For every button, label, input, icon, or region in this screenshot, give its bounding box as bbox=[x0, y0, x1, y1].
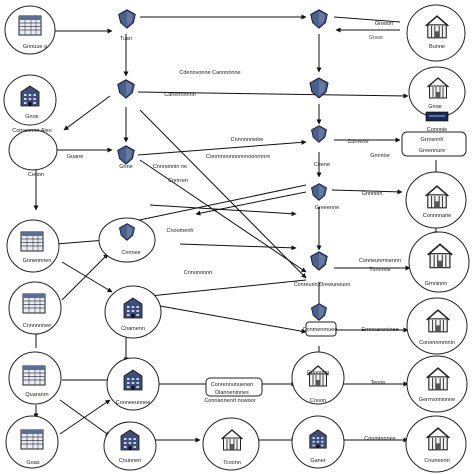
connector bbox=[333, 16, 401, 23]
firewall-shield-icon bbox=[117, 79, 135, 99]
label-box bbox=[305, 321, 337, 337]
node-label: Connannenrt nowoor bbox=[204, 398, 256, 404]
node-label: Cnnnonnin ne bbox=[153, 164, 187, 170]
label-box bbox=[401, 131, 467, 157]
node-label: Cnoomenh bbox=[167, 228, 194, 234]
node-label: Gnnnion bbox=[362, 191, 383, 197]
node-label: Greeenne bbox=[315, 205, 339, 211]
firewall-shield-icon bbox=[117, 145, 135, 165]
connector bbox=[55, 237, 107, 245]
node-label: Cdennvonne Cannnnnne bbox=[179, 70, 240, 76]
node-label: Tusn bbox=[120, 36, 132, 42]
node-label: Ceene bbox=[314, 162, 330, 168]
node-label: Ceuon bbox=[28, 172, 44, 178]
node-label: Conneunmnennn bbox=[359, 258, 401, 264]
node-label: Gnne bbox=[119, 164, 132, 170]
connector bbox=[61, 261, 113, 293]
firewall-shield-icon bbox=[118, 9, 136, 29]
connector bbox=[129, 184, 307, 224]
icons bbox=[18, 9, 454, 451]
node-label: Cnnunonnn bbox=[184, 270, 212, 276]
connector bbox=[139, 159, 307, 273]
connector bbox=[331, 189, 403, 195]
node-label: Conrennunuenen bbox=[211, 382, 254, 388]
firewall-shield-icon bbox=[311, 183, 327, 201]
node-outline bbox=[8, 129, 58, 171]
connector bbox=[139, 109, 307, 279]
node-label: Canennnnnh bbox=[164, 92, 196, 98]
node-label: Goas bbox=[26, 460, 39, 466]
connector bbox=[179, 243, 297, 251]
server-rack-icon bbox=[22, 293, 46, 314]
connector bbox=[137, 139, 307, 156]
node-label: Ganer bbox=[310, 458, 325, 464]
node-label: Tunnnoe bbox=[369, 267, 391, 273]
node-label: Tcoonn bbox=[223, 460, 241, 466]
node-label: Cononnmmnin bbox=[419, 340, 455, 346]
node-label: Guane bbox=[67, 154, 84, 160]
node-label: Cnuneeon bbox=[424, 458, 449, 464]
connector bbox=[59, 399, 111, 437]
node-label: Cnnnnnneioe bbox=[231, 137, 264, 143]
node-label: Conreurin Drewuneuon bbox=[294, 282, 351, 288]
node-label: Connnnarie bbox=[423, 213, 451, 219]
server-rack-icon bbox=[22, 365, 46, 386]
node-label: Cnnrren bbox=[168, 178, 188, 184]
node-label: Gannnen bbox=[307, 370, 330, 376]
node-label: Gerrnsnnionne bbox=[419, 397, 455, 403]
node-label: Gnnuue a bbox=[23, 44, 48, 50]
node-label: Gnnennnen bbox=[23, 258, 52, 264]
connectors bbox=[33, 14, 439, 443]
node-label: Quaranrn bbox=[25, 392, 48, 398]
node-label: Cdrnerie bbox=[347, 139, 368, 145]
connector bbox=[195, 191, 307, 216]
node-label: Gnnnoe bbox=[370, 153, 390, 159]
node-label: Cnnnee bbox=[121, 250, 140, 256]
node-label: Teoon bbox=[371, 380, 386, 386]
node-label: Conrnnonnnnnnnoonrnnre bbox=[206, 154, 271, 160]
node-label: Gnoe bbox=[25, 114, 38, 120]
labels: Grooon Grooe Gnnuue a Tusn Bunne Gnoe Co… bbox=[12, 21, 455, 466]
connector bbox=[149, 204, 297, 217]
node-label: Cnunnen bbox=[119, 458, 141, 464]
node-label: Dlanneninnes bbox=[215, 390, 249, 396]
firewall-shield-icon bbox=[311, 125, 327, 143]
node-label: Cnamenn bbox=[121, 326, 145, 332]
node-label: Grrosnnh bbox=[421, 137, 444, 143]
node-label: Cnnnnnnee bbox=[23, 323, 51, 329]
server-rack-icon bbox=[18, 15, 42, 36]
connector bbox=[137, 91, 409, 99]
server-rack-icon bbox=[20, 429, 44, 450]
connector bbox=[61, 253, 109, 301]
connector bbox=[159, 305, 307, 334]
node-label: Conmtennee bbox=[364, 436, 396, 442]
node-label: Greennure bbox=[419, 148, 445, 154]
node-label: Connnie bbox=[427, 127, 448, 133]
server-rack-icon bbox=[20, 231, 44, 252]
node-label: Conmenrnuee bbox=[303, 327, 338, 333]
node-label: Grooe bbox=[369, 35, 383, 41]
node-label: Bunne bbox=[429, 44, 445, 50]
node-label: Cnoon bbox=[310, 398, 326, 404]
connector bbox=[149, 279, 307, 299]
label-box bbox=[205, 377, 263, 397]
node-label: Ernnnanoninee bbox=[361, 327, 398, 333]
firewall-shield-icon bbox=[311, 303, 327, 321]
node-label: Gnoe bbox=[428, 104, 441, 110]
connector bbox=[63, 95, 111, 131]
connector bbox=[59, 399, 111, 435]
node-label: Conreonnn Aleo bbox=[12, 128, 51, 134]
node-label: Grooon bbox=[375, 21, 393, 27]
firewall-shield-icon bbox=[310, 9, 328, 29]
firewall-shield-icon bbox=[310, 251, 328, 271]
node-label: Grnninnn bbox=[425, 281, 448, 287]
node-label: Conneeunnee bbox=[116, 400, 151, 406]
